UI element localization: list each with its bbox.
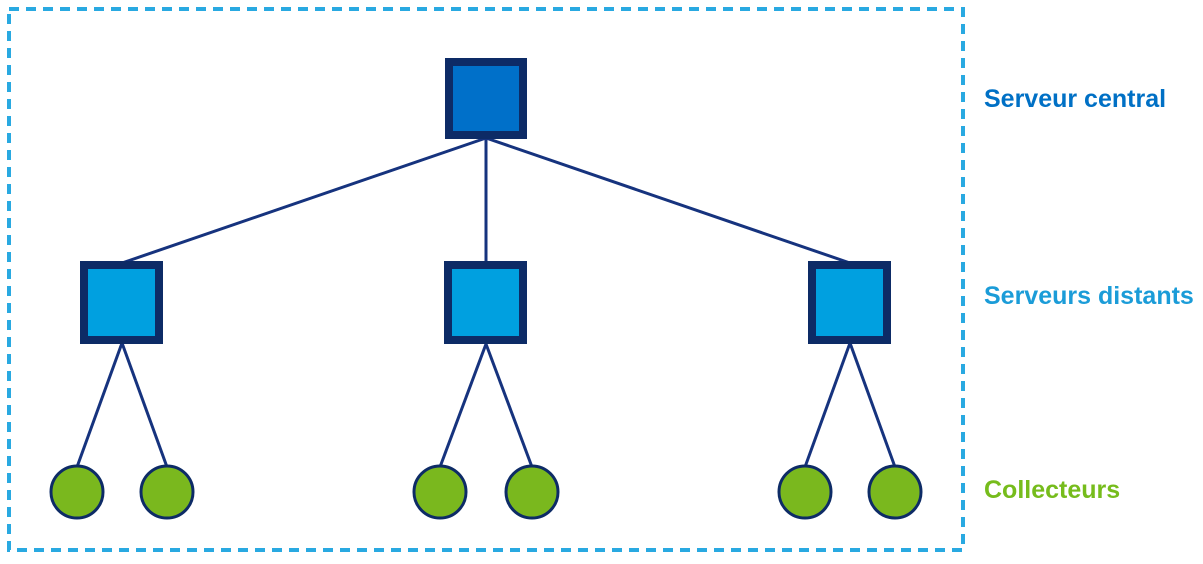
connector-central-to-remote-right — [485, 136, 851, 265]
collectors-tier-label: Collecteurs — [984, 476, 1121, 504]
collector-node-3 — [412, 464, 468, 520]
connector-remote-middle-to-collector-2 — [484, 343, 534, 468]
network-boundary-dashed-border — [7, 7, 965, 552]
collector-node-1 — [49, 464, 105, 520]
collector-node-4 — [504, 464, 560, 520]
remote-server-node-right — [808, 261, 891, 344]
connector-remote-right-to-collector-2 — [848, 342, 897, 468]
collector-node-6 — [867, 464, 923, 520]
remote-servers-tier-label: Serveurs distants — [984, 282, 1194, 310]
central-server-tier-label: Serveur central — [984, 85, 1167, 113]
central-server-node — [445, 58, 527, 139]
remote-server-node-middle — [444, 261, 527, 344]
connector-remote-middle-to-collector-1 — [438, 343, 488, 468]
connector-remote-left-to-collector-2 — [120, 342, 169, 468]
collector-node-5 — [777, 464, 833, 520]
connector-remote-right-to-collector-1 — [803, 342, 852, 468]
connector-central-to-remote-left — [121, 136, 487, 265]
collector-node-2 — [139, 464, 195, 520]
connector-remote-left-to-collector-1 — [75, 342, 124, 468]
remote-server-node-left — [80, 261, 163, 344]
